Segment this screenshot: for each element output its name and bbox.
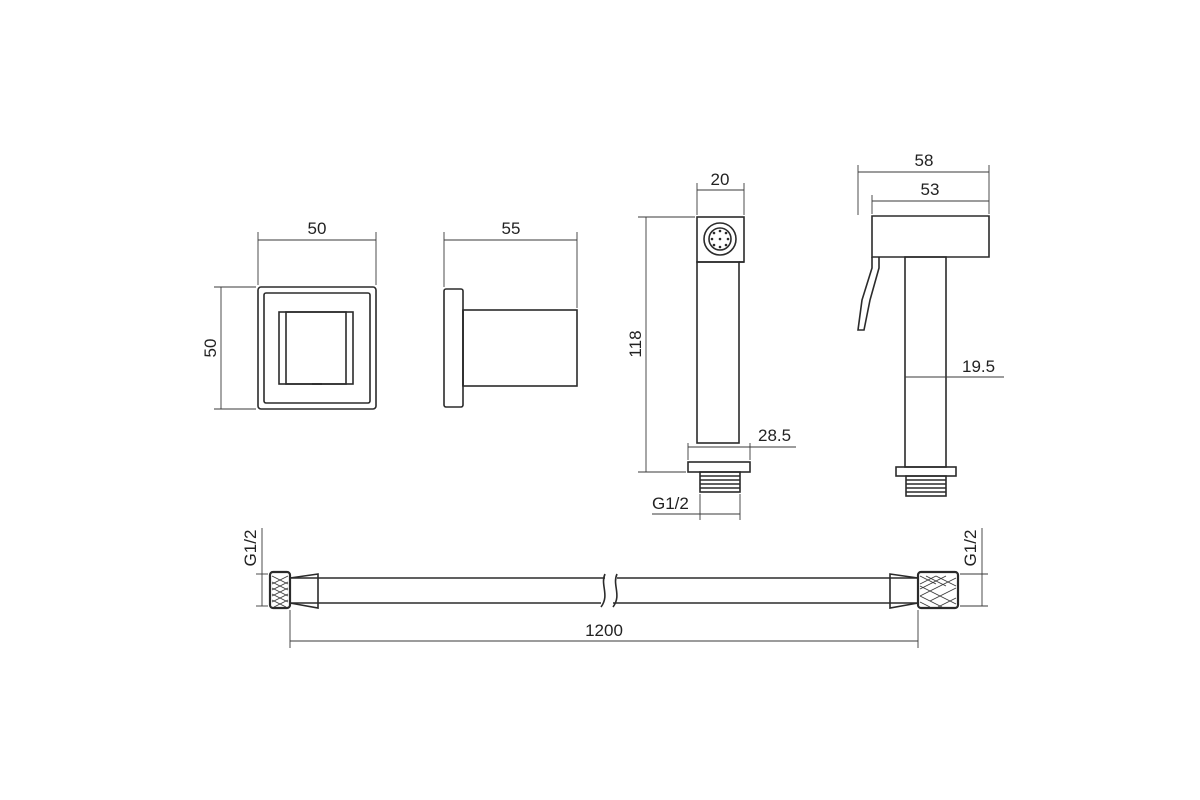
- dim-hose-thread-right: G1/2: [960, 528, 988, 607]
- dim-sprayer-side-inner: 53: [871, 180, 989, 214]
- dim-label-plate-width: 50: [308, 219, 327, 238]
- dim-label-side-outer: 58: [915, 151, 934, 170]
- dim-wall-plate-width: 50: [257, 219, 377, 285]
- dim-label-hose-length: 1200: [585, 621, 623, 640]
- hose-left-nut: [268, 570, 292, 610]
- dim-label-head-width: 20: [711, 170, 730, 189]
- dim-label-hose-thread-left: G1/2: [241, 530, 260, 567]
- dim-sprayer-length: 118: [626, 216, 695, 473]
- dim-label-side-shaft: 19.5: [962, 357, 995, 376]
- dim-label-thread: G1/2: [652, 494, 689, 513]
- dim-sprayer-thread: G1/2: [652, 494, 741, 520]
- dim-label-flange: 28.5: [758, 426, 791, 445]
- holder-side-view: [443, 288, 578, 408]
- sprayer-front-view: [687, 216, 751, 493]
- dim-label-holder-depth: 55: [502, 219, 521, 238]
- dim-label-hose-thread-right: G1/2: [961, 530, 980, 567]
- sprayer-side-view: [857, 215, 990, 497]
- dim-hose-length: 1200: [289, 610, 919, 648]
- dim-wall-plate-height: 50: [201, 286, 256, 410]
- dim-label-sprayer-length: 118: [626, 330, 645, 357]
- wall-plate-front-view: [257, 286, 377, 410]
- dim-label-plate-height: 50: [201, 339, 220, 358]
- dim-sprayer-side-outer: 58: [857, 151, 990, 215]
- dim-sprayer-side-shaft: 19.5: [905, 357, 1004, 378]
- dim-holder-depth: 55: [443, 219, 578, 308]
- dim-sprayer-head-width: 20: [696, 170, 745, 215]
- sprayer-side-thread: [905, 475, 947, 497]
- hose-right-nut: [916, 570, 960, 610]
- hose: [289, 573, 919, 609]
- dim-sprayer-flange: 28.5: [687, 426, 796, 460]
- dim-hose-thread-left: G1/2: [241, 528, 268, 607]
- dim-label-side-inner: 53: [921, 180, 940, 199]
- spray-nozzle-holes: [710, 229, 730, 249]
- sprayer-thread: [699, 471, 741, 493]
